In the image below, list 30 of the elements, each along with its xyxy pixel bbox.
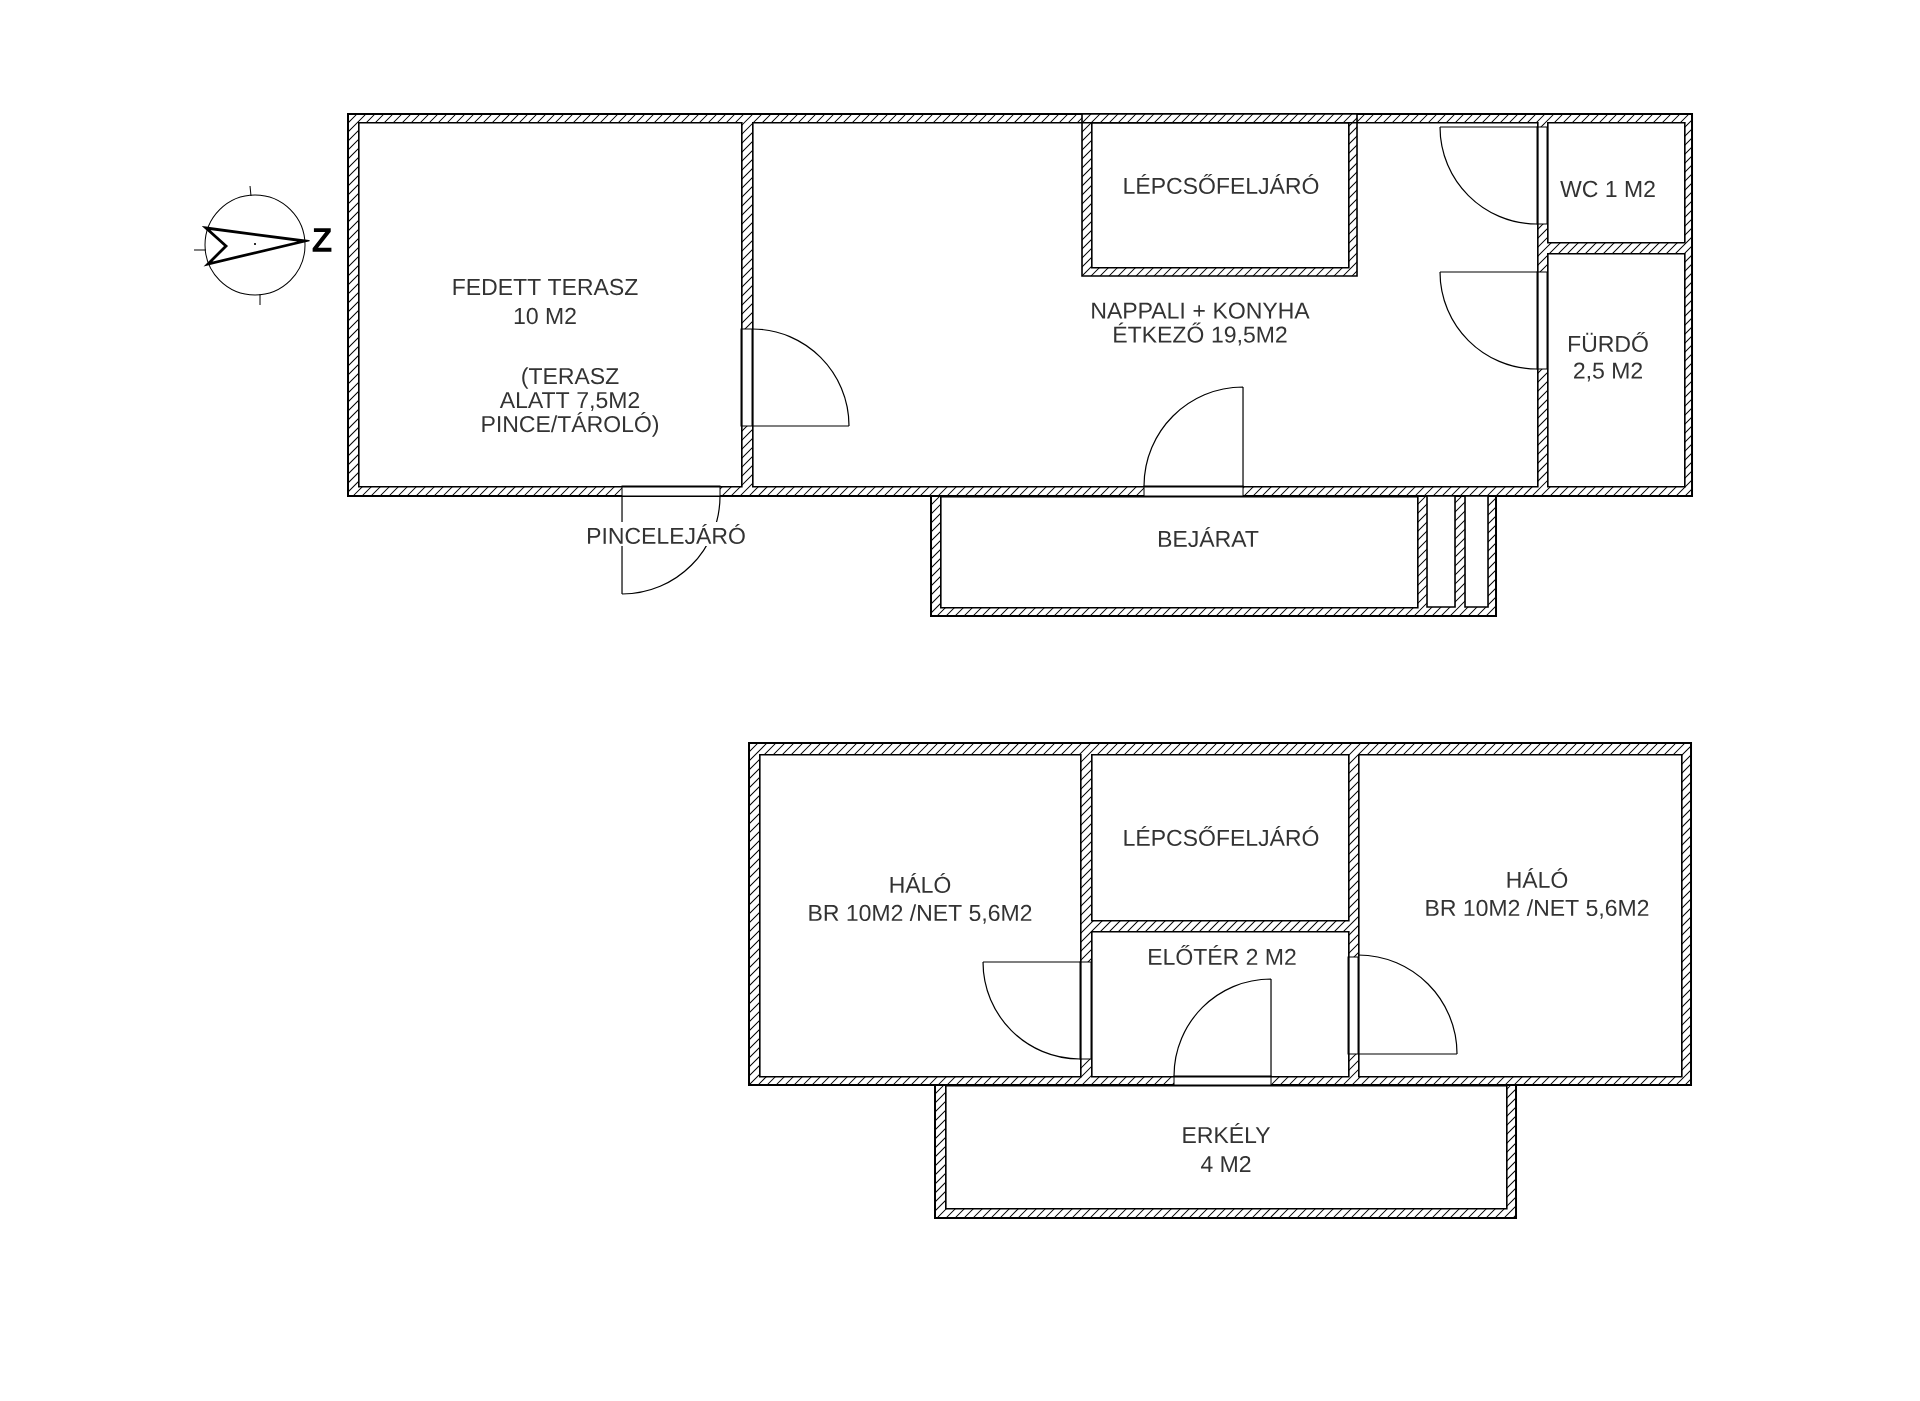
room	[1358, 754, 1683, 1078]
room-label: HÁLÓ	[890, 872, 951, 894]
room	[1547, 122, 1686, 244]
room-label: BEJÁRAT	[1159, 526, 1259, 548]
room-label: LÉPCSŐFELJÁRÓ	[1124, 825, 1319, 847]
compass-letter: Z	[309, 226, 335, 254]
room	[1091, 754, 1350, 922]
room-label: FÜRDŐ	[1569, 331, 1648, 353]
room	[358, 122, 743, 488]
room	[752, 122, 1539, 488]
room-label: PINCELEJÁRÓ	[584, 521, 748, 547]
room	[945, 1085, 1508, 1210]
room	[1091, 931, 1350, 1078]
room-label: 4 M2	[1201, 1155, 1251, 1173]
room	[1547, 253, 1686, 488]
room	[1091, 122, 1350, 269]
room-label: HÁLÓ	[1507, 867, 1568, 889]
room-label: 2,5 M2	[1574, 362, 1642, 382]
room	[940, 496, 1419, 609]
room-label: (TERASZ ALATT 7,5M2 PINCE/TÁROLÓ)	[482, 367, 659, 437]
room-label: ERKÉLY	[1183, 1123, 1271, 1143]
room-label: LÉPCSŐFELJÁRÓ	[1124, 173, 1319, 195]
room-label: 10 M2	[514, 307, 576, 325]
room	[759, 754, 1082, 1078]
room-label: ELŐTÉR 2 M2	[1149, 944, 1296, 966]
room-label: NAPPALI + KONYHA ÉTKEZŐ 19,5M2	[1092, 302, 1310, 346]
room-label: BR 10M2 /NET 5,6M2	[809, 904, 1032, 924]
room-label: BR 10M2 /NET 5,6M2	[1426, 899, 1649, 919]
room-label: FEDETT TERASZ	[453, 278, 638, 296]
room-label: WC 1 M2	[1560, 180, 1655, 198]
